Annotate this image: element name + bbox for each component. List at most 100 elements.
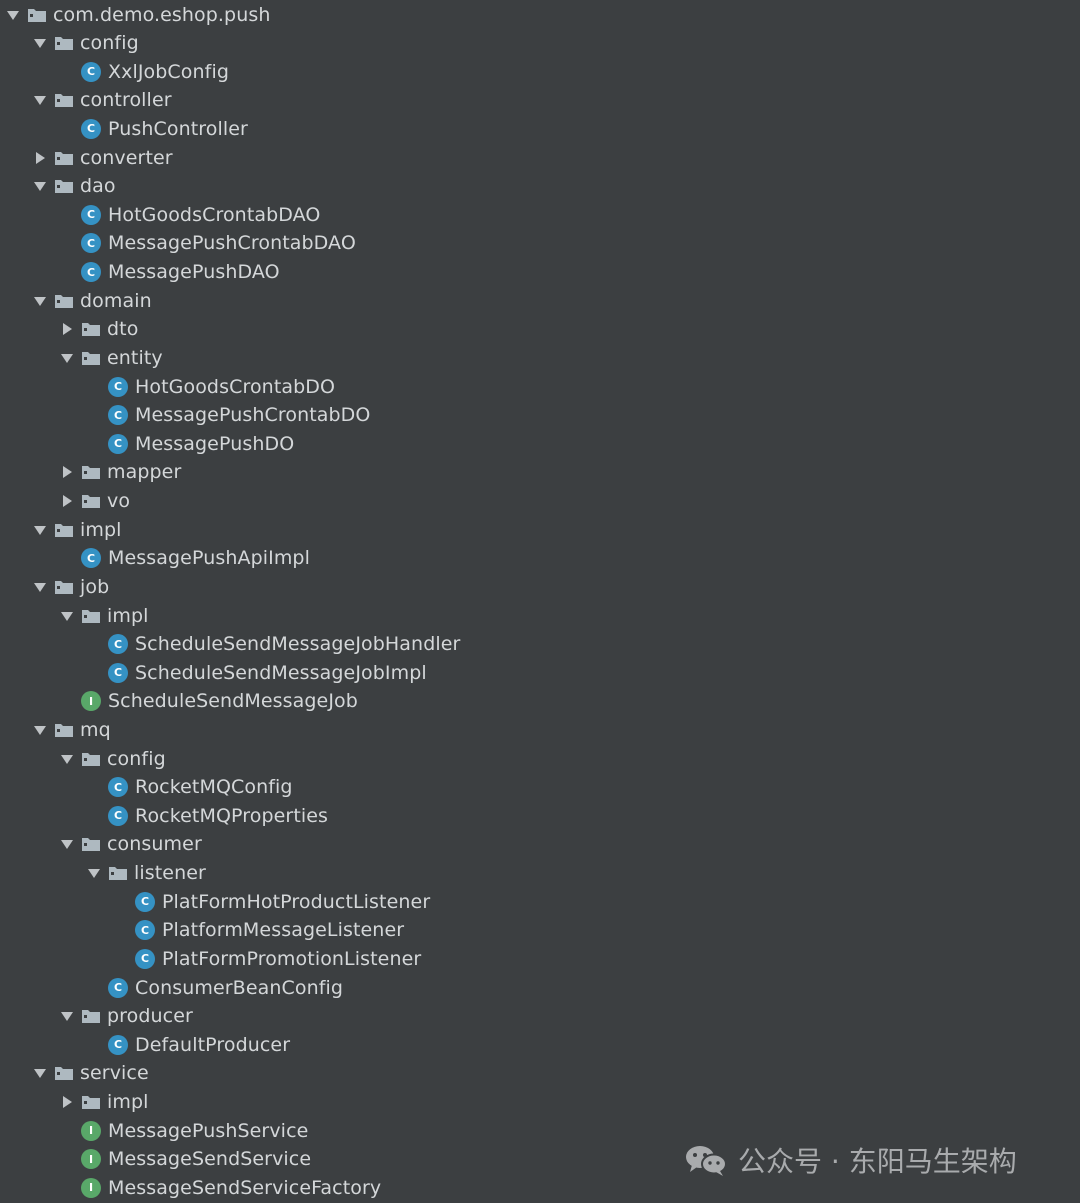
tree-node-label: consumer: [107, 833, 202, 856]
tree-node-package[interactable]: job: [33, 573, 109, 601]
tree-node-label: ScheduleSendMessageJobHandler: [135, 633, 461, 656]
tree-node-class[interactable]: C RocketMQProperties: [108, 802, 328, 830]
tree-node-package[interactable]: service: [33, 1059, 149, 1087]
tree-node-package[interactable]: com.demo.eshop.push: [6, 1, 271, 29]
chevron-right-icon[interactable]: [60, 322, 74, 336]
tree-node-package[interactable]: domain: [33, 287, 152, 315]
class-icon: C: [108, 777, 128, 798]
tree-node-package[interactable]: impl: [33, 516, 122, 544]
class-icon: C: [81, 118, 101, 139]
tree-node-package[interactable]: mapper: [60, 458, 181, 486]
tree-node-package[interactable]: impl: [60, 1088, 149, 1116]
class-icon: C: [135, 920, 155, 941]
tree-node-class[interactable]: C PlatformMessageListener: [135, 916, 404, 944]
tree-node-interface[interactable]: I ScheduleSendMessageJob: [81, 687, 358, 715]
tree-node-class[interactable]: C ScheduleSendMessageJobHandler: [108, 630, 460, 658]
tree-node-label: entity: [107, 346, 163, 369]
chevron-down-icon[interactable]: [60, 351, 74, 365]
chevron-down-icon[interactable]: [87, 866, 101, 880]
tree-node-label: config: [80, 32, 139, 55]
chevron-down-icon[interactable]: [6, 8, 20, 22]
interface-icon: I: [81, 691, 101, 712]
tree-node-label: config: [107, 747, 166, 770]
tree-node-package[interactable]: config: [60, 745, 166, 773]
chevron-down-icon[interactable]: [33, 1066, 47, 1080]
tree-node-label: service: [80, 1062, 149, 1085]
chevron-down-icon[interactable]: [60, 609, 74, 623]
folder-icon: [81, 348, 101, 368]
tree-node-label: ScheduleSendMessageJob: [108, 690, 358, 713]
tree-node-label: controller: [80, 89, 172, 112]
tree-node-label: MessagePushApiImpl: [108, 547, 310, 570]
tree-node-label: MessagePushDO: [135, 432, 295, 455]
tree-node-label: ConsumerBeanConfig: [135, 976, 344, 999]
interface-icon: I: [81, 1120, 101, 1141]
tree-node-package[interactable]: vo: [60, 487, 130, 515]
tree-node-package[interactable]: listener: [87, 859, 206, 887]
tree-node-package[interactable]: consumer: [60, 830, 202, 858]
chevron-down-icon[interactable]: [33, 523, 47, 537]
class-icon: C: [81, 204, 101, 225]
tree-node-package[interactable]: config: [33, 29, 139, 57]
class-icon: C: [81, 262, 101, 283]
tree-node-package[interactable]: impl: [60, 602, 149, 630]
class-icon: C: [108, 634, 128, 655]
chevron-right-icon[interactable]: [60, 494, 74, 508]
folder-icon: [54, 176, 74, 196]
folder-icon: [54, 148, 74, 168]
chevron-down-icon[interactable]: [33, 179, 47, 193]
tree-node-class[interactable]: C MessagePushDAO: [81, 258, 280, 286]
tree-node-package[interactable]: mq: [33, 716, 111, 744]
class-icon: C: [81, 548, 101, 569]
chevron-down-icon[interactable]: [33, 294, 47, 308]
folder-icon: [108, 863, 128, 883]
tree-node-class[interactable]: C MessagePushApiImpl: [81, 544, 310, 572]
class-icon: C: [108, 1034, 128, 1055]
class-icon: C: [81, 61, 101, 82]
tree-node-label: PlatformMessageListener: [162, 919, 405, 942]
chevron-right-icon[interactable]: [60, 465, 74, 479]
tree-node-package[interactable]: controller: [33, 86, 172, 114]
chevron-down-icon[interactable]: [60, 837, 74, 851]
tree-node-label: job: [80, 575, 110, 598]
tree-node-label: ScheduleSendMessageJobImpl: [135, 661, 427, 684]
chevron-down-icon[interactable]: [33, 36, 47, 50]
chevron-down-icon[interactable]: [33, 723, 47, 737]
tree-node-package[interactable]: entity: [60, 344, 163, 372]
class-icon: C: [135, 948, 155, 969]
tree-node-label: impl: [80, 518, 122, 541]
chevron-down-icon[interactable]: [33, 93, 47, 107]
tree-node-package[interactable]: producer: [60, 1002, 193, 1030]
tree-node-package[interactable]: dao: [33, 172, 116, 200]
watermark: 公众号 · 东阳马生架构: [684, 1138, 1017, 1182]
class-icon: C: [108, 805, 128, 826]
chevron-down-icon[interactable]: [60, 1009, 74, 1023]
folder-icon: [54, 90, 74, 110]
class-icon: C: [108, 662, 128, 683]
chevron-down-icon[interactable]: [60, 752, 74, 766]
chevron-right-icon[interactable]: [60, 1095, 74, 1109]
tree-node-label: MessagePushDAO: [108, 261, 280, 284]
tree-node-class[interactable]: C ScheduleSendMessageJobImpl: [108, 659, 427, 687]
tree-node-label: RocketMQProperties: [135, 804, 329, 827]
tree-node-package[interactable]: dto: [60, 315, 138, 343]
chevron-down-icon[interactable]: [33, 580, 47, 594]
chevron-right-icon[interactable]: [33, 151, 47, 165]
tree-node-label: dao: [80, 175, 116, 198]
tree-node-package[interactable]: converter: [33, 144, 173, 172]
